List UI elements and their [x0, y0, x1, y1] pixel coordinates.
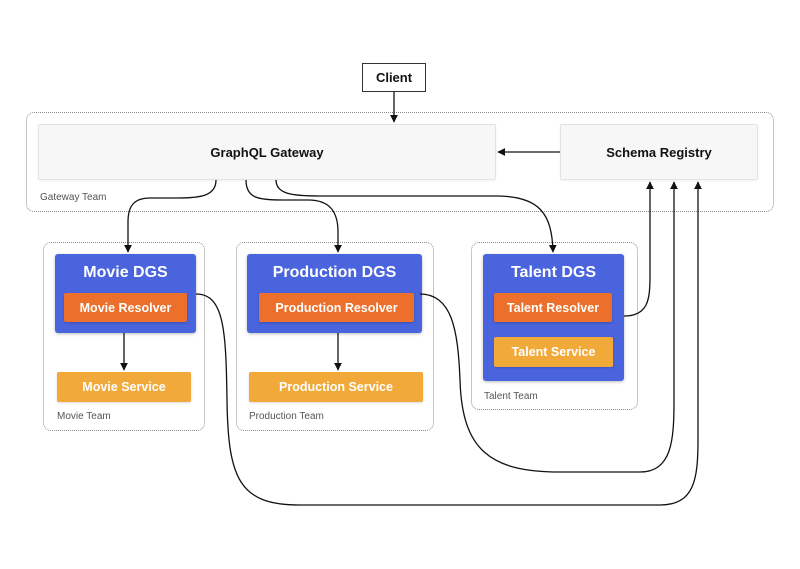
- client-node[interactable]: Client: [362, 63, 426, 92]
- movie-resolver-node[interactable]: Movie Resolver: [64, 293, 187, 322]
- talent-team-label: Talent Team: [484, 391, 538, 402]
- movie-dgs-title: Movie DGS: [83, 264, 168, 281]
- production-team-label: Production Team: [249, 411, 324, 422]
- gateway-team-label: Gateway Team: [40, 192, 107, 203]
- talent-dgs-title: Talent DGS: [510, 264, 597, 281]
- production-resolver-node[interactable]: Production Resolver: [259, 293, 414, 322]
- movie-service-node[interactable]: Movie Service: [57, 372, 191, 402]
- talent-resolver-node[interactable]: Talent Resolver: [494, 293, 612, 322]
- movie-team-label: Movie Team: [57, 411, 111, 422]
- talent-service-node[interactable]: Talent Service: [494, 337, 613, 367]
- production-dgs-title: Production DGS: [272, 264, 397, 281]
- graphql-gateway-node[interactable]: GraphQL Gateway: [38, 124, 496, 180]
- production-service-node[interactable]: Production Service: [249, 372, 423, 402]
- schema-registry-node[interactable]: Schema Registry: [560, 124, 758, 180]
